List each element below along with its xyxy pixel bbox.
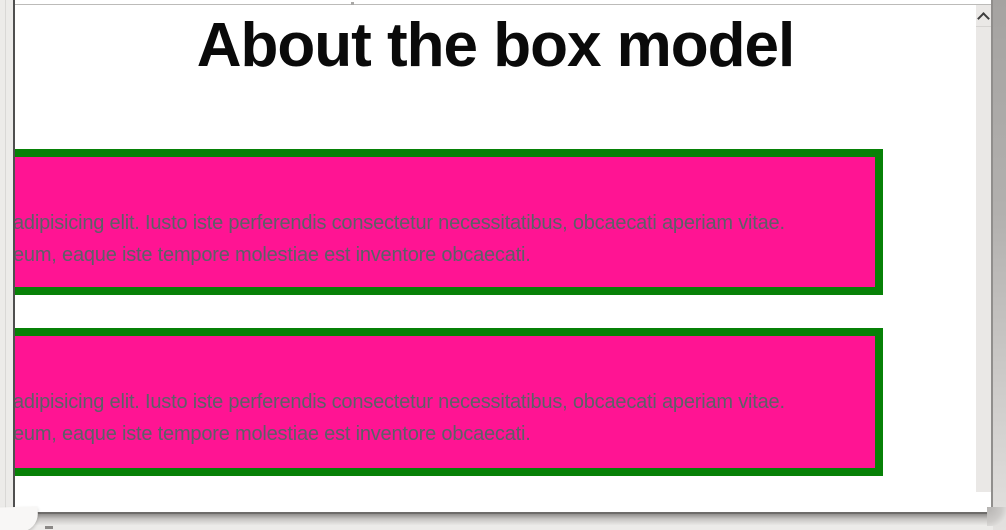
scroll-up-button[interactable] <box>976 5 991 27</box>
box-1-text-line-2: eum, eaque iste tempore molestiae est in… <box>13 244 531 266</box>
bottom-right-corner-shadow <box>987 507 1006 526</box>
bottom-left-page-curl <box>0 506 39 530</box>
box-2-text-line-2: eum, eaque iste tempore molestiae est in… <box>13 423 531 445</box>
top-divider-line <box>15 4 991 5</box>
window-bottom-shadow <box>13 514 993 525</box>
box-2-text: adipisicing elit. Iusto iste perferendis… <box>13 386 785 450</box>
box-1-text-line-1: adipisicing elit. Iusto iste perferendis… <box>13 212 785 234</box>
divider-notch <box>351 2 354 5</box>
pink-box-2: adipisicing elit. Iusto iste perferendis… <box>13 328 883 476</box>
chevron-up-icon <box>977 12 990 25</box>
box-1-text: adipisicing elit. Iusto iste perferendis… <box>13 207 785 271</box>
pink-box-1: adipisicing elit. Iusto iste perferendis… <box>13 149 883 295</box>
left-edge-shadow-line <box>5 0 6 512</box>
window-right-edge <box>993 0 1006 530</box>
box-2-text-line-1: adipisicing elit. Iusto iste perferendis… <box>13 391 785 413</box>
vertical-scrollbar[interactable] <box>976 5 991 492</box>
page-title: About the box model <box>196 11 796 80</box>
bottom-left-edge-mark <box>45 526 53 529</box>
browser-viewport: About the box model adipisicing elit. Iu… <box>13 0 993 514</box>
